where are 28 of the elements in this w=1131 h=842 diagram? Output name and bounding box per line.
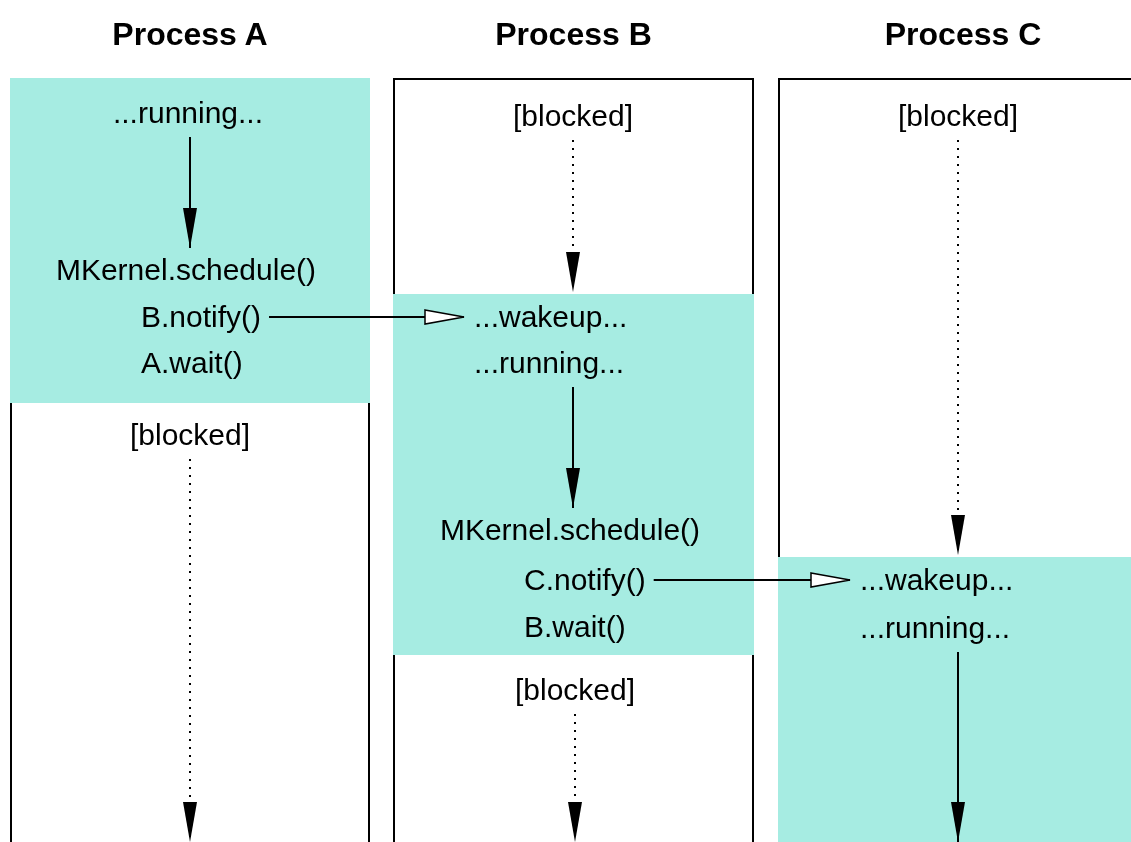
state-text: ...wakeup... — [860, 562, 1014, 598]
arrow — [568, 713, 582, 842]
state-text: ...wakeup... — [474, 299, 628, 335]
state-text: ...running... — [474, 345, 625, 381]
arrow — [951, 651, 965, 842]
state-text: B.wait() — [524, 609, 626, 645]
column-title: Process A — [112, 15, 268, 54]
state-text: B.notify() — [141, 299, 262, 335]
state-text: ...running... — [860, 610, 1011, 646]
arrow — [183, 458, 197, 842]
column-title: Process B — [495, 15, 652, 54]
column-title: Process C — [884, 15, 1042, 54]
state-text: [blocked] — [897, 98, 1019, 134]
state-text: [blocked] — [514, 672, 636, 708]
arrow — [268, 309, 465, 325]
state-text: MKernel.schedule() — [55, 252, 317, 288]
active-band — [10, 78, 370, 403]
state-text: [blocked] — [129, 417, 251, 453]
arrow — [183, 136, 197, 249]
state-text: [blocked] — [512, 98, 634, 134]
state-text: ...running... — [112, 95, 264, 131]
arrow — [652, 572, 851, 588]
state-text: A.wait() — [141, 345, 243, 381]
arrow — [566, 386, 580, 509]
state-text: MKernel.schedule() — [439, 512, 701, 548]
active-band — [778, 557, 1131, 842]
state-text: C.notify() — [524, 562, 646, 598]
active-band — [393, 294, 754, 655]
